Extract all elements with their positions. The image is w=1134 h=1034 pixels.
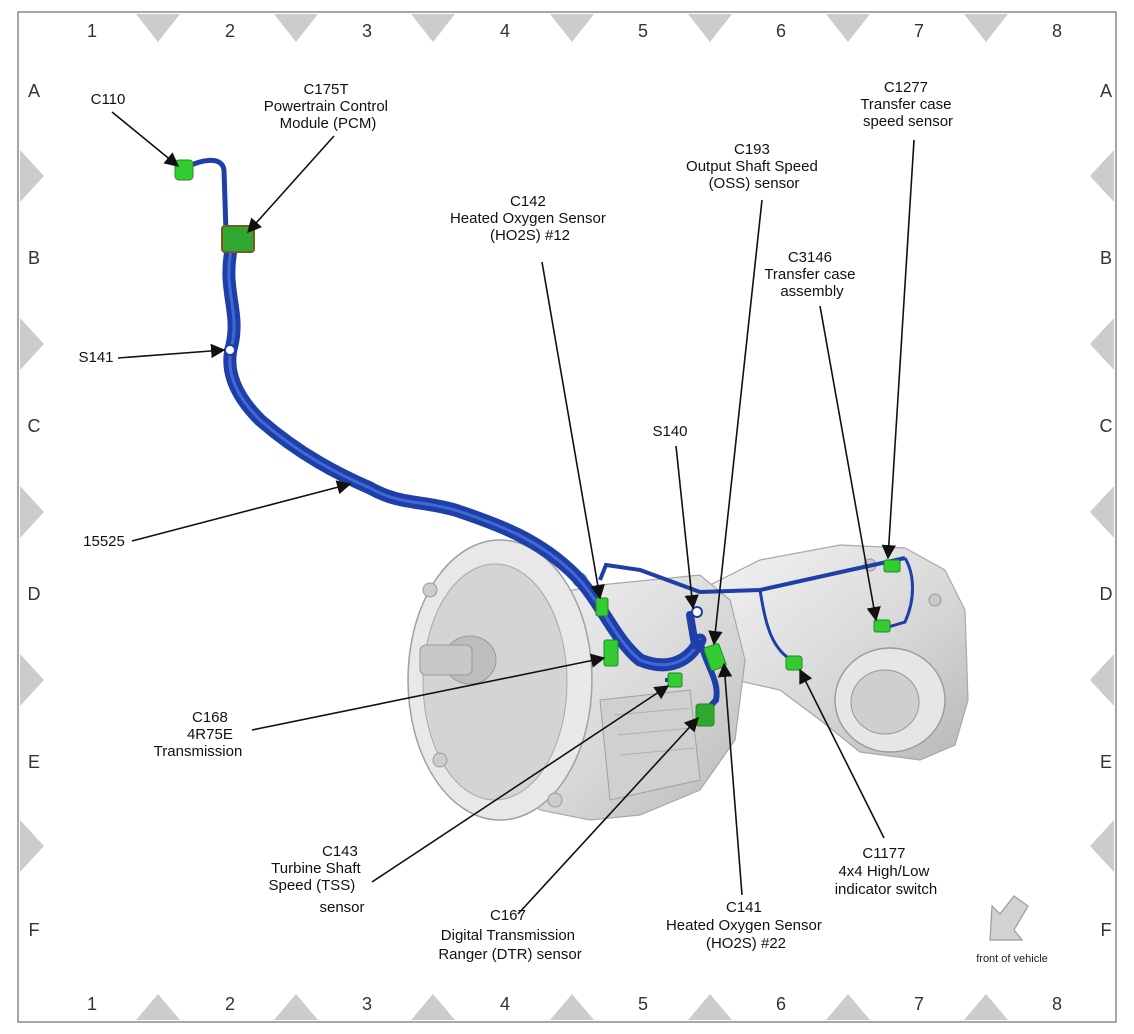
col-label-bottom-6: 6: [776, 994, 786, 1014]
col-label-bottom-3: 3: [362, 994, 372, 1014]
diagram-frame: [17, 11, 1117, 1023]
col-label-bottom-7: 7: [914, 994, 924, 1014]
label-c110: C110: [91, 91, 126, 108]
connector-c143: [667, 672, 683, 688]
front-arrow-icon: [989, 895, 1029, 941]
col-label-bottom-8: 8: [1052, 994, 1062, 1014]
label-s141: S141: [78, 349, 113, 366]
label-c143: C143 Turbine Shaft Speed (TSS) sensor: [269, 843, 365, 916]
col-label-bottom-2: 2: [225, 994, 235, 1014]
label-c142: C142 Heated Oxygen Sensor (HO2S) #12: [450, 193, 610, 244]
connector-c1177: [785, 655, 803, 671]
row-label-right-a: A: [1100, 81, 1112, 101]
connector-c1277: [883, 559, 901, 573]
label-c3146: C3146 Transfer case assembly: [764, 249, 859, 300]
bottom-border-markers: [136, 994, 1008, 1020]
row-label-right-e: E: [1100, 752, 1112, 772]
label-c1177: C1177 4x4 High/Low indicator switch: [835, 845, 938, 898]
col-label-top-3: 3: [362, 21, 372, 41]
front-of-vehicle-label: front of vehicle: [976, 953, 1048, 965]
col-label-top-5: 5: [638, 21, 648, 41]
top-border-markers: [136, 14, 1008, 42]
connector-markers: [174, 159, 901, 727]
splice-s140-marker: [691, 606, 703, 618]
label-c168: C168 4R75E Transmission: [154, 709, 243, 760]
row-label-left-f: F: [29, 920, 40, 940]
connector-c3146: [873, 619, 891, 633]
front-of-vehicle-indicator: front of vehicle: [976, 895, 1048, 965]
connector-c142: [595, 597, 609, 617]
label-c167: C167 Digital Transmission Ranger (DTR) s…: [438, 907, 581, 963]
label-c193: C193 Output Shaft Speed (OSS) sensor: [686, 141, 822, 192]
connector-c175t: [221, 225, 255, 253]
label-c141: C141 Heated Oxygen Sensor (HO2S) #22: [666, 899, 826, 952]
splice-s141-marker: [224, 344, 236, 356]
connector-c168: [603, 639, 619, 667]
row-label-left-b: B: [28, 248, 40, 268]
label-c175t: C175T Powertrain Control Module (PCM): [264, 81, 392, 132]
transmission-assembly-illustration: [407, 539, 969, 821]
col-label-top-7: 7: [914, 21, 924, 41]
col-label-top-2: 2: [225, 21, 235, 41]
right-border-markers: [1090, 150, 1114, 872]
col-label-bottom-5: 5: [638, 994, 648, 1014]
label-15525: 15525: [83, 533, 125, 550]
label-s140: S140: [652, 423, 687, 440]
col-label-bottom-1: 1: [87, 994, 97, 1014]
connector-c110: [174, 159, 194, 181]
col-label-bottom-4: 4: [500, 994, 510, 1014]
label-c1277: C1277 Transfer case speed sensor: [860, 79, 955, 130]
col-label-top-8: 8: [1052, 21, 1062, 41]
row-label-left-e: E: [28, 752, 40, 772]
connector-c167: [695, 703, 715, 727]
left-border-markers: [20, 150, 44, 872]
row-label-left-d: D: [28, 584, 41, 604]
row-label-right-d: D: [1100, 584, 1113, 604]
row-label-left-a: A: [28, 81, 40, 101]
leader-lines: [111, 111, 915, 915]
col-label-top-6: 6: [776, 21, 786, 41]
col-label-top-1: 1: [87, 21, 97, 41]
row-label-right-b: B: [1100, 248, 1112, 268]
row-label-left-c: C: [28, 416, 41, 436]
row-label-right-c: C: [1100, 416, 1113, 436]
col-label-top-4: 4: [500, 21, 510, 41]
row-label-right-f: F: [1101, 920, 1112, 940]
